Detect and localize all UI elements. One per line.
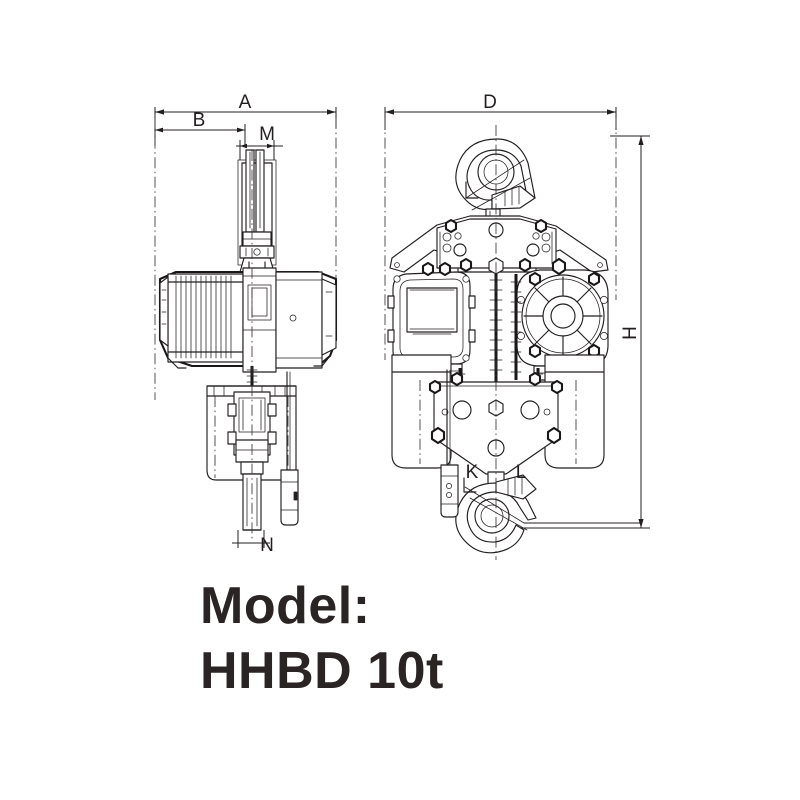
dimension-label-B: B [193,110,206,131]
front-hook-dimension-labels: K L [466,462,527,483]
dimension-label-M: M [259,124,275,145]
side-view-group: A B M [154,92,338,556]
chain-strand-2 [510,274,522,380]
front-pendant-control [440,369,459,518]
front-dimension-D: D [384,92,617,360]
dimension-label-A: A [239,92,252,113]
model-caption-line1: Model: [200,577,371,635]
side-suspension-assembly [237,149,277,273]
side-dimension-N: N [232,530,274,556]
dimension-label-D: D [483,92,497,113]
dimension-label-H: H [620,326,641,340]
dimension-label-L: L [516,462,527,483]
dimension-label-N: N [260,535,274,556]
motor-cooling-fins [175,275,232,359]
side-main-body [158,267,338,373]
front-dimension-H: H [560,135,650,529]
front-view-group: D H [384,92,650,560]
front-gearbox-wheel [516,257,609,381]
side-pendant-control [280,371,299,526]
model-caption-line2: HHBD 10t [200,642,444,700]
gearbox-spokes [523,276,603,356]
dimension-label-K: K [466,462,479,483]
front-bottom-hook [455,474,641,554]
